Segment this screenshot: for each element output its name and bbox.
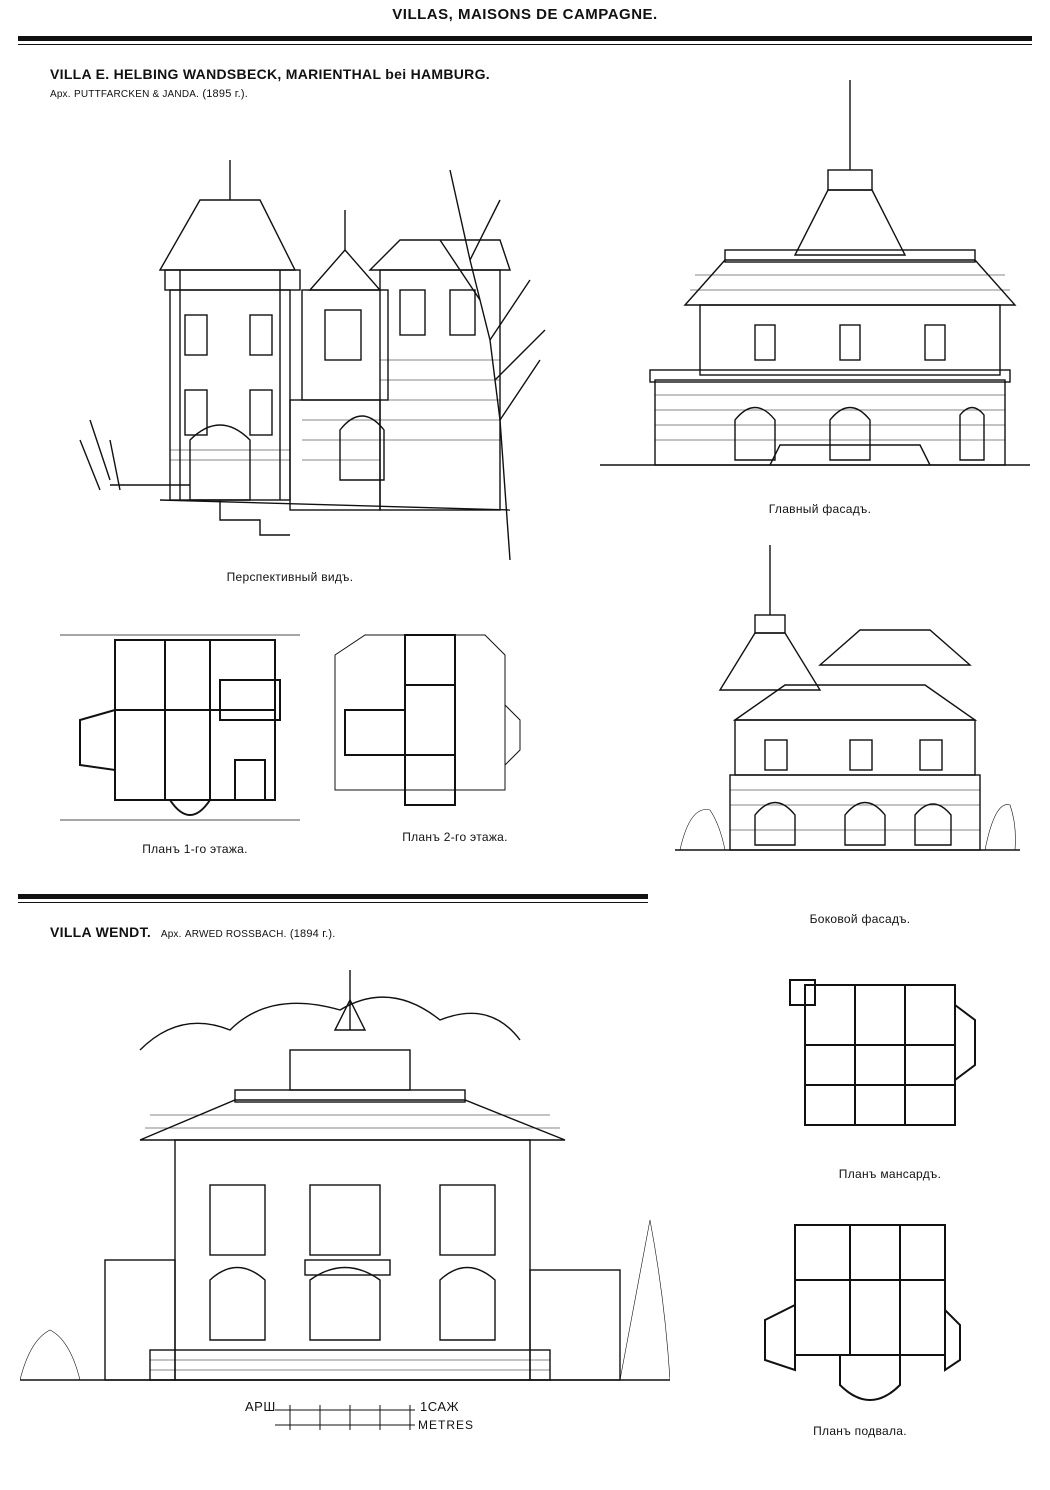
scale-bar-right-label: 1САЖ xyxy=(420,1399,460,1414)
basement-plan-drawing xyxy=(764,1224,961,1401)
villa-helbing-year: (1895 г.). xyxy=(202,88,249,100)
scale-bar-units: METRES xyxy=(418,1418,475,1432)
perspective-view-drawing xyxy=(79,160,546,560)
section-divider-thin xyxy=(18,902,648,903)
architect-names: PUTTFARCKEN & JANDA. xyxy=(73,89,200,100)
running-head: VILLAS, MAISONS DE CAMPAGNE. xyxy=(392,6,658,23)
upper-floor-plan-drawing xyxy=(334,634,521,806)
section-divider xyxy=(18,894,648,899)
architect-name: ARWED ROSSBACH. xyxy=(184,929,287,940)
header-rule-thin xyxy=(18,44,1032,45)
villa-helbing-title: VILLA E. HELBING WANDSBECK, MARIENTHAL b… xyxy=(50,66,490,82)
main-facade-drawing xyxy=(600,80,1030,466)
villa-helbing-architects: Арх. PUTTFARCKEN & JANDA. (1895 г.). xyxy=(50,88,248,100)
caption-plan-ground: Планъ 1-го этажа. xyxy=(142,842,248,856)
header-rule xyxy=(18,36,1032,41)
architect-prefix: Арх. xyxy=(50,89,71,100)
caption-main-facade: Главный фасадъ. xyxy=(768,502,872,516)
caption-plan-attic: Планъ мансардъ. xyxy=(838,1167,942,1181)
side-facade-drawing xyxy=(675,545,1020,851)
architect-prefix: Арх. xyxy=(160,929,182,940)
scale-bar-left-label: АРШ xyxy=(245,1399,276,1414)
caption-plan-basement: Планъ подвала. xyxy=(813,1424,907,1438)
caption-side-facade: Боковой фасадъ. xyxy=(809,912,911,926)
villa-wendt-elevation-drawing xyxy=(20,970,670,1430)
attic-plan-drawing xyxy=(789,979,976,1126)
villa-wendt-heading: VILLA WENDT. Арх. ARWED ROSSBACH. (1894 … xyxy=(50,924,335,940)
villa-wendt-year: (1894 г.). xyxy=(289,928,336,940)
ground-floor-plan-drawing xyxy=(60,634,300,821)
caption-plan-upper: Планъ 2-го этажа. xyxy=(402,830,508,844)
caption-perspective: Перспективный видъ. xyxy=(226,570,354,584)
villa-wendt-title: VILLA WENDT. xyxy=(50,924,152,940)
